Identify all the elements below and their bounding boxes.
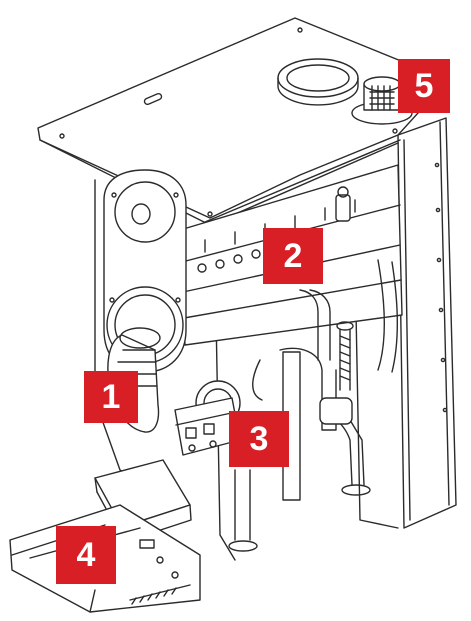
flue-outlet-ring: [277, 58, 359, 106]
callout-box-5: [398, 59, 450, 113]
callout-label-3: 3: [249, 420, 269, 458]
callout-box-4: [56, 526, 116, 584]
callout-box-3: [229, 411, 289, 467]
plumbing-pipes: [228, 259, 398, 552]
callout-label-4: 4: [76, 536, 96, 574]
condensate-trap: [336, 321, 354, 391]
callout-box-1: [84, 371, 138, 423]
callout-box-2: [263, 228, 323, 284]
callout-label-5: 5: [414, 67, 434, 105]
callout-label-1: 1: [101, 378, 121, 416]
callout-markers: [56, 59, 450, 584]
side-casing-panel: [397, 117, 457, 529]
callout-label-2: 2: [283, 237, 303, 275]
air-intake-filter: [351, 76, 413, 125]
